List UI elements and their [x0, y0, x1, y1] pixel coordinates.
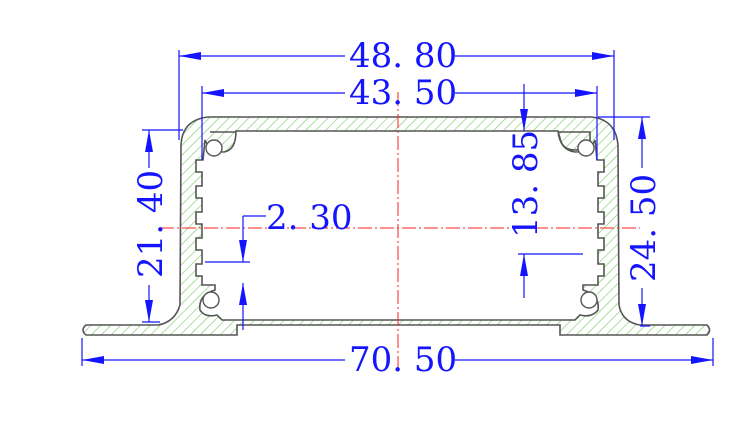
dim-inner-width: 43. 50: [201, 73, 598, 160]
dim-inner-height: 13. 85: [506, 84, 583, 298]
left-height-label: 21. 40: [131, 170, 171, 278]
dim-left-height: 21. 40: [131, 129, 183, 323]
right-bottom-slot: [580, 291, 598, 309]
right-top-slot: [577, 139, 595, 157]
outer-width-label: 48. 80: [349, 36, 457, 76]
right-height-label: 24. 50: [624, 174, 664, 282]
inner-width-label: 43. 50: [349, 73, 457, 113]
inner-height-label: 13. 85: [506, 130, 546, 238]
dim-base-width: 70. 50: [81, 338, 714, 380]
left-bottom-slot: [202, 291, 220, 309]
dim-right-height: 24. 50: [598, 116, 664, 327]
left-top-slot: [205, 139, 223, 157]
dim-outer-width: 48. 80: [178, 36, 615, 140]
dim-thickness: 2. 30: [205, 198, 353, 330]
base-width-label: 70. 50: [349, 340, 457, 380]
thickness-label: 2. 30: [266, 198, 353, 238]
